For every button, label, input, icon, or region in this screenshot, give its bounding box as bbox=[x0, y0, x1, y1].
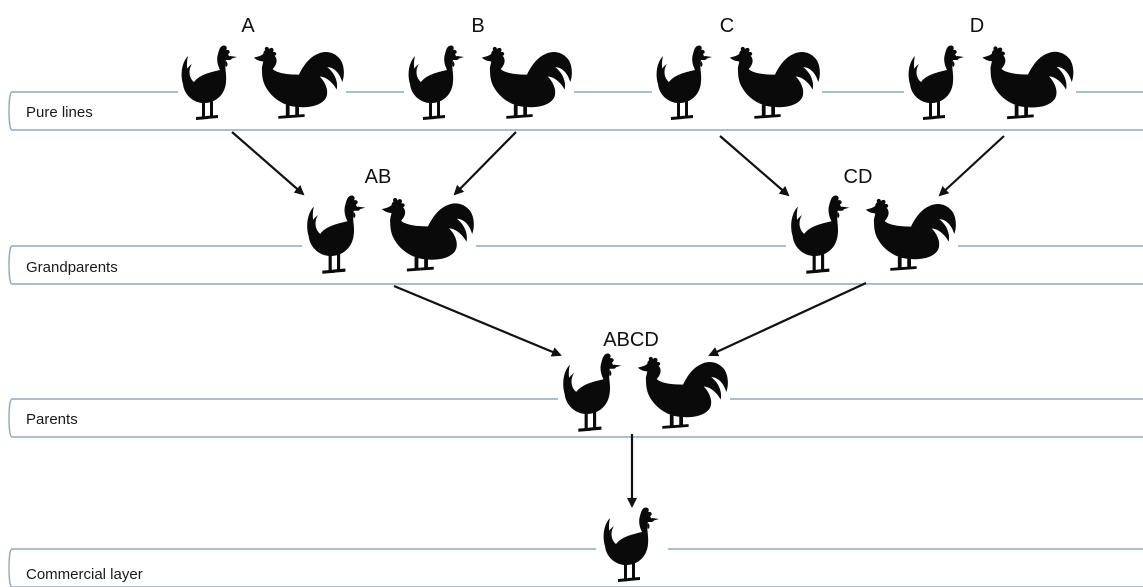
group-label-C: C bbox=[720, 15, 734, 37]
group-CD: CD bbox=[786, 166, 958, 276]
commercial-layer-hen bbox=[596, 507, 668, 586]
cross-arrows bbox=[231, 131, 1005, 508]
arrow-AB-to-ABCD bbox=[393, 284, 562, 357]
group-label-A: A bbox=[241, 15, 255, 37]
tier-label-commercial-layer: Commercial layer bbox=[26, 566, 143, 583]
group-label-AB: AB bbox=[365, 166, 392, 188]
arrow-B-to-AB bbox=[453, 131, 517, 196]
group-label-B: B bbox=[471, 15, 484, 37]
tier-band-pure-lines: Pure lines bbox=[8, 91, 1143, 131]
arrow-D-to-CD bbox=[938, 135, 1005, 197]
tier-label-pure-lines: Pure lines bbox=[26, 104, 93, 121]
group-C: C bbox=[652, 15, 822, 122]
tier-band-parents: Parents bbox=[8, 398, 1143, 438]
group-label-D: D bbox=[970, 15, 984, 37]
tier-label-parents: Parents bbox=[26, 411, 78, 428]
group-label-CD: CD bbox=[844, 166, 873, 188]
group-AB: AB bbox=[302, 166, 476, 276]
tier-label-grandparents: Grandparents bbox=[26, 259, 118, 276]
tier-band-commercial-layer: Commercial layer bbox=[8, 548, 1143, 587]
group-D: D bbox=[904, 15, 1076, 122]
group-label-ABCD: ABCD bbox=[603, 329, 659, 351]
group-A: A bbox=[178, 15, 346, 122]
group-B: B bbox=[404, 15, 574, 122]
tier-band-grandparents: Grandparents bbox=[8, 245, 1143, 285]
arrow-A-to-AB bbox=[231, 131, 305, 196]
group-ABCD: ABCD bbox=[558, 329, 730, 434]
arrow-C-to-CD bbox=[719, 135, 790, 197]
arrow-CD-to-ABCD bbox=[708, 282, 867, 357]
